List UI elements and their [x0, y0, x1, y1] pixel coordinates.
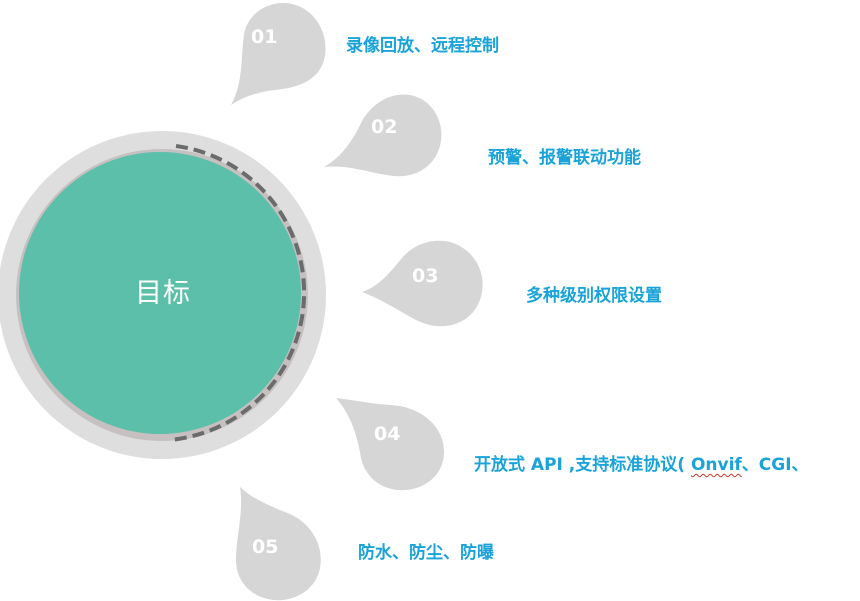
drop-01: [231, 3, 326, 105]
center-circle: [19, 152, 301, 434]
dashed-arc: [169, 144, 307, 442]
drop-02: [324, 94, 442, 177]
drop-03: [362, 240, 483, 327]
item-text-04-post: 、CGI、: [741, 455, 809, 475]
item-text-04: 开放式 API ,支持标准协议( Onvif、CGI、: [474, 450, 809, 475]
item-text-03: 多种级别权限设置: [526, 286, 662, 306]
item-text-05: 防水、防尘、防曝: [358, 543, 494, 563]
item-number-04: 04: [374, 423, 401, 445]
item-text-02: 预警、报警联动功能: [488, 148, 641, 168]
item-number-03: 03: [412, 265, 439, 287]
item-number-01: 01: [251, 26, 278, 48]
item-number-05: 05: [252, 536, 279, 558]
drop-04: [336, 398, 444, 491]
spellcheck-marked-word: Onvif: [690, 455, 742, 475]
center-label: 目标: [135, 278, 191, 309]
drop-05: [236, 487, 321, 601]
item-text-01: 录像回放、远程控制: [346, 36, 499, 56]
item-number-02: 02: [371, 116, 398, 138]
item-text-04-pre: 开放式 API ,支持标准协议(: [474, 455, 691, 475]
